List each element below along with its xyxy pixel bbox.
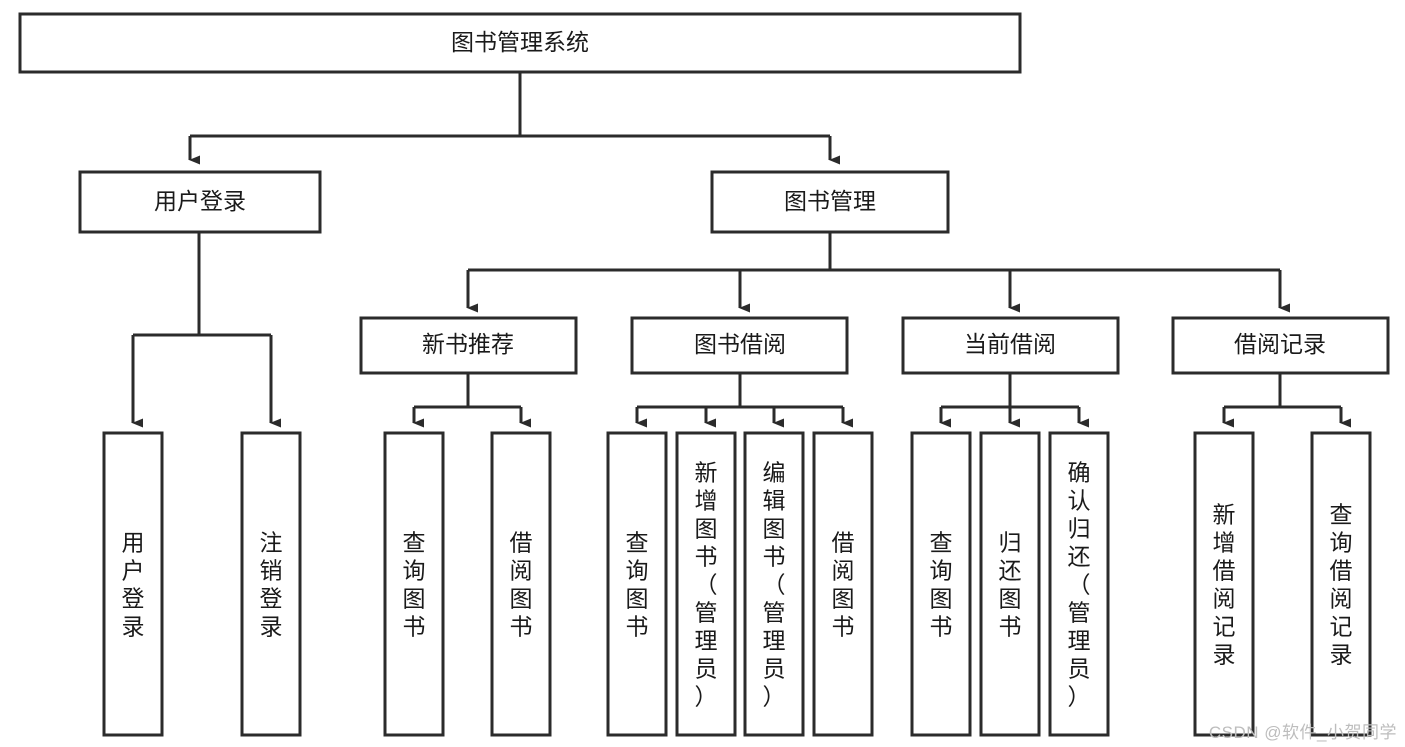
- node-user-login-label: 用户登录: [154, 188, 246, 214]
- node-user-login[interactable]: 用户登录: [78, 170, 322, 234]
- node-borrow-record-box[interactable]: [1171, 316, 1390, 375]
- leaf-edit-book-box[interactable]: [743, 431, 805, 737]
- leaf-add-record-label: 新增借阅记录: [1213, 501, 1236, 667]
- leaf-query-book-1-box[interactable]: [383, 431, 445, 737]
- leaf-add-book-label: 新增图书（管理员）: [695, 459, 718, 709]
- leaf-query-book-2[interactable]: 查询图书: [606, 431, 668, 737]
- leaf-query-record-label: 查询借阅记录: [1330, 501, 1353, 667]
- node-root-box[interactable]: [18, 12, 1022, 74]
- leaf-query-book-2-box[interactable]: [606, 431, 668, 737]
- connectors: [131, 72, 1351, 428]
- leaf-edit-book-label: 编辑图书（管理员）: [763, 459, 786, 709]
- node-borrow-record[interactable]: 借阅记录: [1171, 316, 1390, 375]
- node-root[interactable]: 图书管理系统: [18, 12, 1022, 74]
- leaf-user-login-label: 用户登录: [122, 529, 145, 639]
- leaf-edit-book[interactable]: 编辑图书（管理员）: [743, 431, 805, 737]
- node-root-label: 图书管理系统: [451, 29, 589, 55]
- leaf-query-book-3[interactable]: 查询图书: [910, 431, 972, 737]
- leaf-query-record[interactable]: 查询借阅记录: [1310, 431, 1372, 737]
- leaf-confirm-return-box[interactable]: [1048, 431, 1110, 737]
- node-user-login-box[interactable]: [78, 170, 322, 234]
- leaf-query-book-1[interactable]: 查询图书: [383, 431, 445, 737]
- node-new-book-rec-box[interactable]: [359, 316, 578, 375]
- node-new-book-rec[interactable]: 新书推荐: [359, 316, 578, 375]
- node-current-borrow[interactable]: 当前借阅: [901, 316, 1120, 375]
- leaf-user-login[interactable]: 用户登录: [102, 431, 164, 737]
- leaf-borrow-book-2[interactable]: 借阅图书: [812, 431, 874, 737]
- node-book-manage-box[interactable]: [710, 170, 950, 234]
- node-book-manage[interactable]: 图书管理: [710, 170, 950, 234]
- node-book-manage-label: 图书管理: [784, 188, 876, 214]
- node-book-borrow-label: 图书借阅: [694, 331, 786, 357]
- leaf-borrow-book-2-label: 借阅图书: [832, 529, 855, 639]
- leaf-borrow-book-1-box[interactable]: [490, 431, 552, 737]
- node-book-borrow-box[interactable]: [630, 316, 849, 375]
- leaf-borrow-book-1[interactable]: 借阅图书: [490, 431, 552, 737]
- node-borrow-record-label: 借阅记录: [1234, 331, 1326, 357]
- node-current-borrow-box[interactable]: [901, 316, 1120, 375]
- leaf-logout-login[interactable]: 注销登录: [240, 431, 302, 737]
- leaf-query-book-2-label: 查询图书: [626, 529, 649, 639]
- node-current-borrow-label: 当前借阅: [964, 331, 1056, 357]
- node-new-book-rec-label: 新书推荐: [422, 331, 514, 357]
- leaf-add-record[interactable]: 新增借阅记录: [1193, 431, 1255, 737]
- leaf-logout-login-box[interactable]: [240, 431, 302, 737]
- leaf-add-record-box[interactable]: [1193, 431, 1255, 737]
- leaf-add-book[interactable]: 新增图书（管理员）: [675, 431, 737, 737]
- leaf-query-book-3-label: 查询图书: [930, 529, 953, 639]
- leaf-query-book-1-label: 查询图书: [403, 529, 426, 639]
- leaf-return-book-box[interactable]: [979, 431, 1041, 737]
- leaf-confirm-return[interactable]: 确认归还（管理员）: [1048, 431, 1110, 737]
- leaf-nodes: 用户登录 注销登录 查询图书 借阅图书 查询图书 新增图书（管理员）: [102, 431, 1372, 737]
- leaf-user-login-box[interactable]: [102, 431, 164, 737]
- leaf-query-book-3-box[interactable]: [910, 431, 972, 737]
- leaf-borrow-book-1-label: 借阅图书: [510, 529, 533, 639]
- leaf-confirm-return-label: 确认归还（管理员）: [1068, 459, 1091, 709]
- leaf-return-book-label: 归还图书: [999, 529, 1022, 639]
- leaf-logout-login-label: 注销登录: [260, 529, 283, 639]
- node-book-borrow[interactable]: 图书借阅: [630, 316, 849, 375]
- leaf-return-book[interactable]: 归还图书: [979, 431, 1041, 737]
- leaf-add-book-box[interactable]: [675, 431, 737, 737]
- leaf-borrow-book-2-box[interactable]: [812, 431, 874, 737]
- leaf-query-record-box[interactable]: [1310, 431, 1372, 737]
